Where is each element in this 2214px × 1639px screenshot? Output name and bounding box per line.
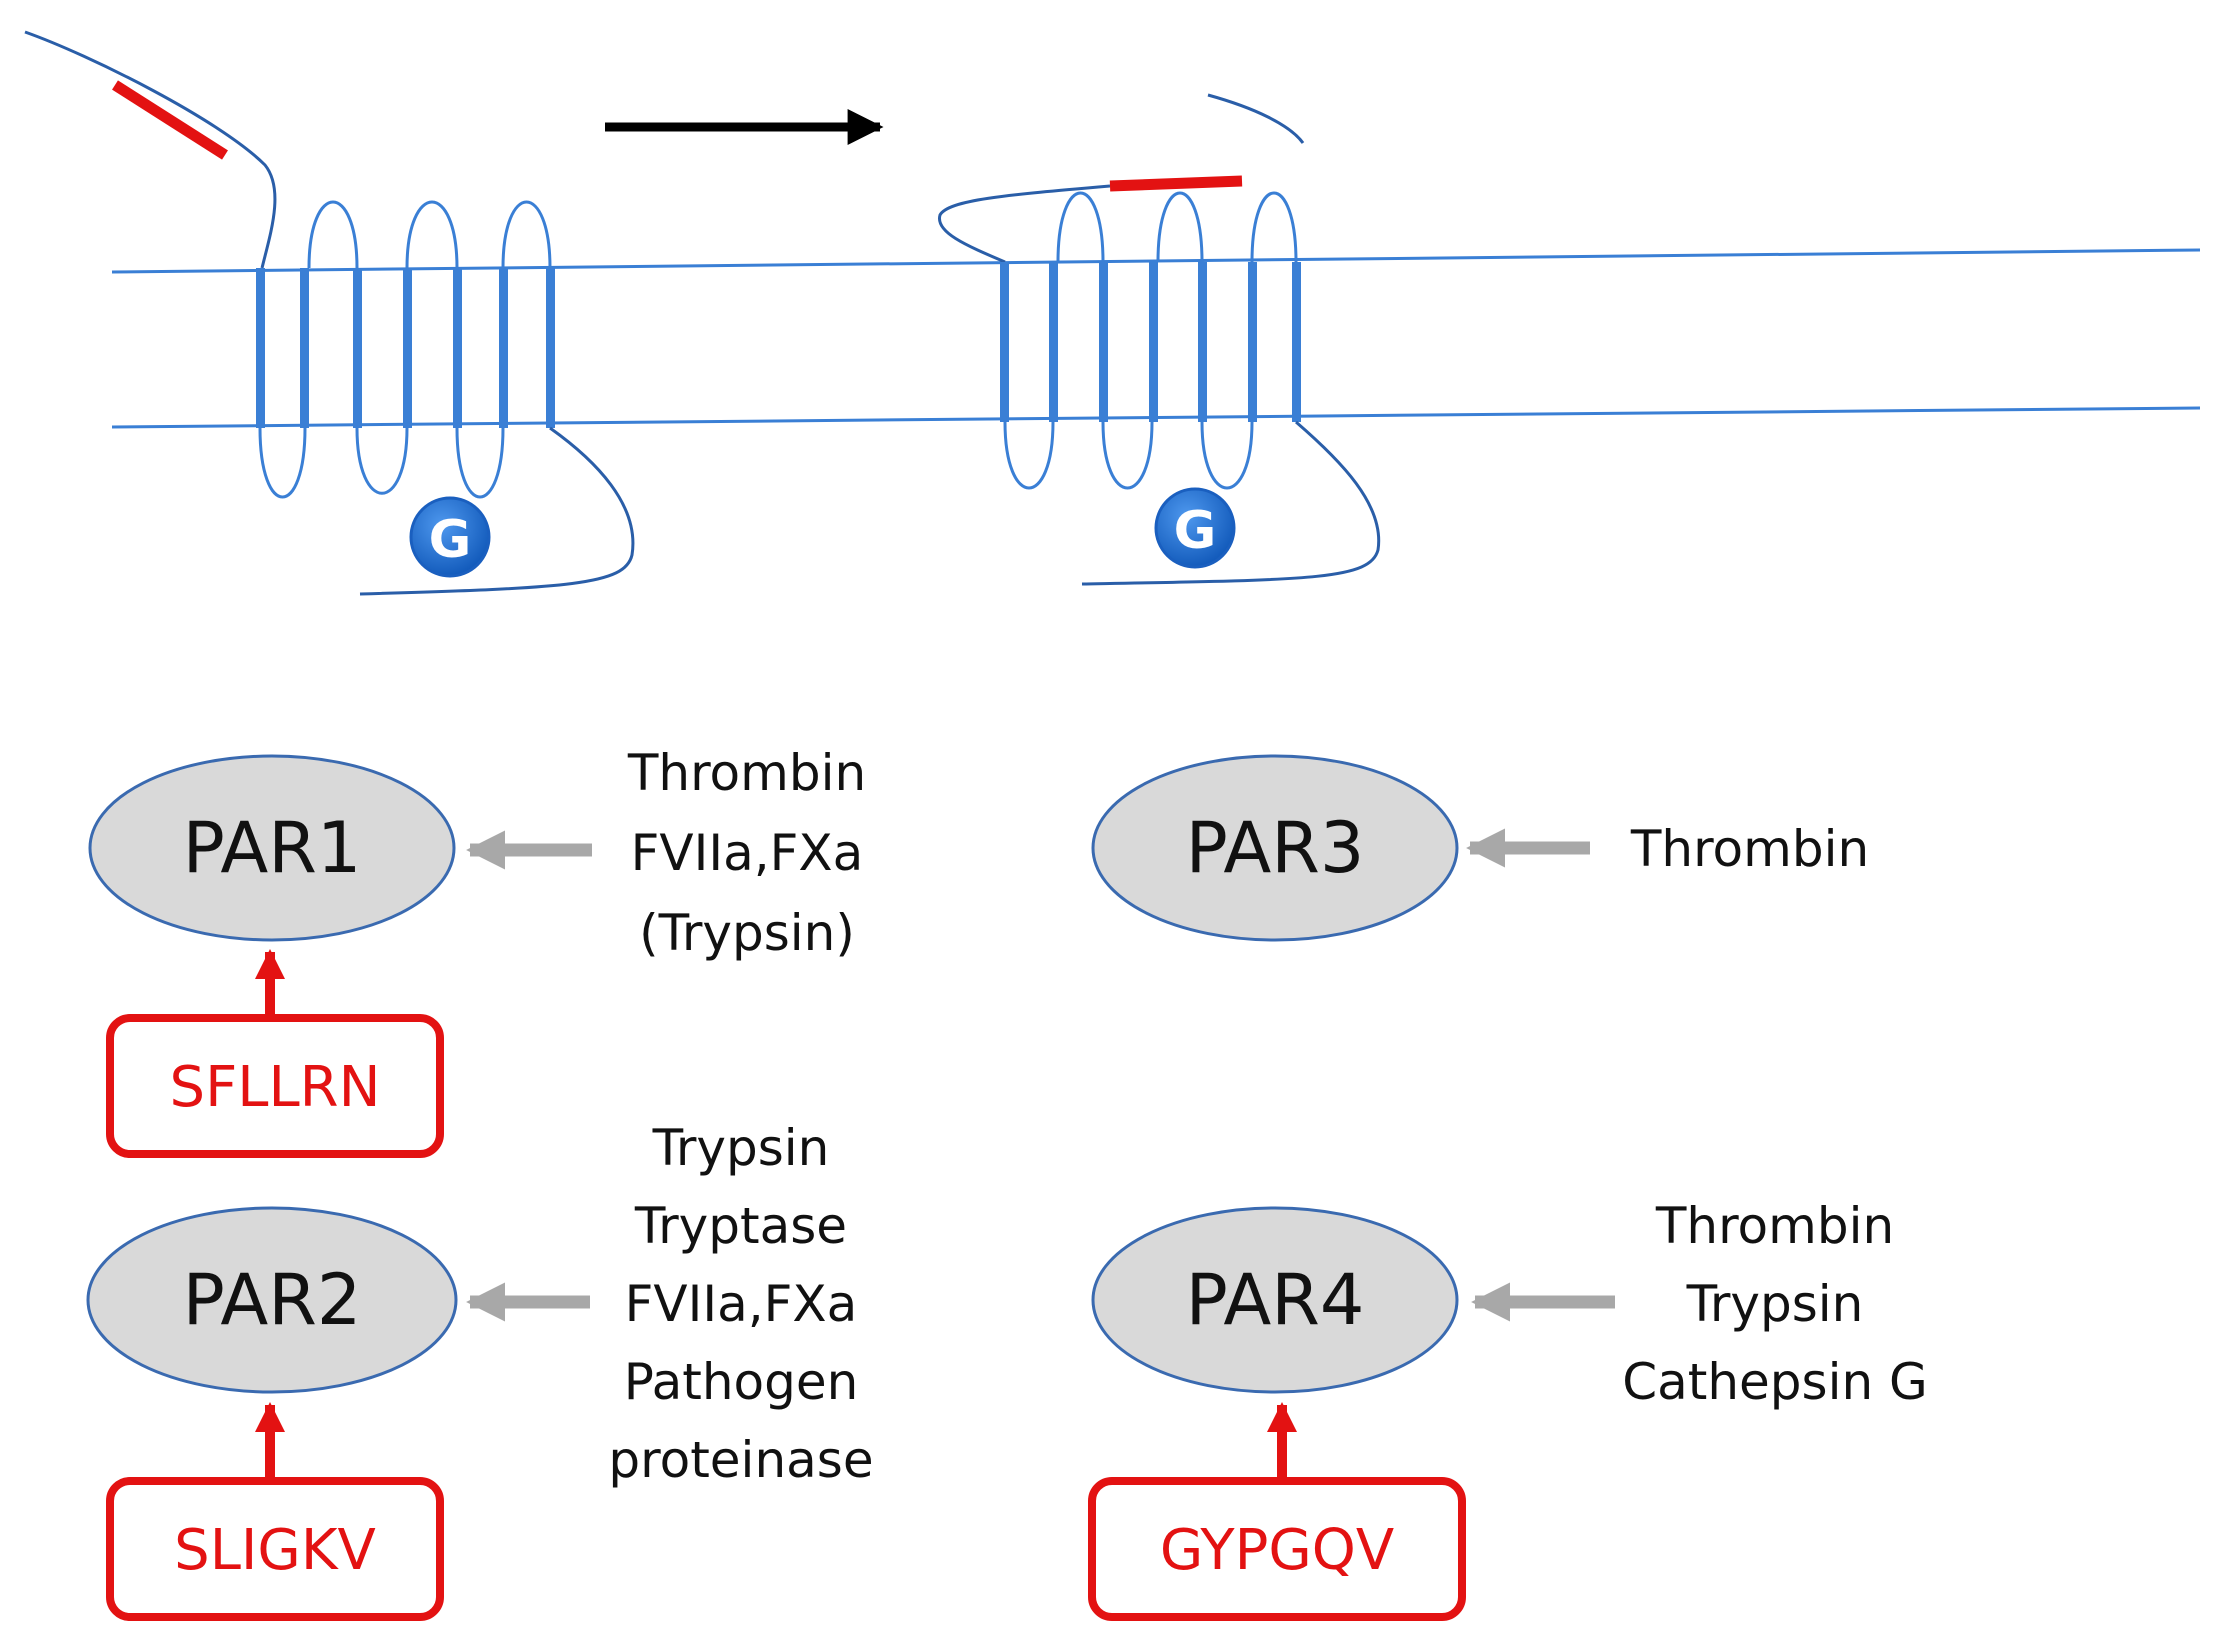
g-protein-label: G	[429, 510, 472, 570]
par4-label: PAR4	[1186, 1259, 1365, 1341]
par4-protease-2: Trypsin	[1686, 1275, 1864, 1333]
par1-label: PAR1	[183, 807, 362, 889]
par2-protease-3: FVIIa,FXa	[625, 1275, 858, 1333]
intracellular-loops-activated	[1003, 421, 1254, 490]
par4-group: PAR4 Thrombin Trypsin Cathepsin G GYPGQV	[1088, 1197, 1928, 1621]
par1-protease-1: Thrombin	[627, 744, 866, 802]
par1-protease-2: FVIIa,FXa	[631, 824, 864, 882]
c-terminus-strand	[359, 426, 635, 596]
g-protein-label: G	[1174, 501, 1217, 561]
n-terminus-strand	[24, 30, 277, 269]
c-terminus-strand-activated	[1081, 420, 1381, 586]
par1-ellipse	[88, 754, 456, 942]
par2-protease-1: Trypsin	[652, 1119, 830, 1177]
par3-protease-1: Thrombin	[1630, 820, 1869, 878]
par1-group: PAR1 Thrombin FVIIa,FXa (Trypsin) SFLLRN	[88, 744, 866, 1158]
par3-label: PAR3	[1186, 807, 1365, 889]
par2-label: PAR2	[183, 1259, 362, 1341]
intracellular-loops	[258, 427, 505, 499]
par2-protease-5: proteinase	[608, 1431, 873, 1489]
par3-group: PAR3 Thrombin	[1091, 754, 1869, 942]
n-terminus-strand-folded	[938, 184, 1111, 264]
par2-protease-2: Tryptase	[634, 1197, 847, 1255]
receptor-activated: G	[938, 93, 1381, 586]
par2-group: PAR2 Trypsin Tryptase FVIIa,FXa Pathogen…	[86, 1119, 874, 1621]
transmembrane-helices-activated	[1000, 262, 1301, 422]
par1-peptide-label: SFLLRN	[170, 1055, 381, 1120]
par3-ellipse	[1091, 754, 1459, 942]
tethered-ligand-bound	[1109, 175, 1243, 192]
par2-peptide-box	[106, 1477, 444, 1621]
par4-peptide-box	[1088, 1477, 1466, 1621]
transmembrane-helices	[256, 268, 555, 428]
par2-protease-4: Pathogen	[624, 1353, 859, 1411]
par4-protease-1: Thrombin	[1655, 1197, 1894, 1255]
par4-protease-3: Cathepsin G	[1622, 1353, 1928, 1411]
par1-protease-3: (Trypsin)	[639, 904, 855, 962]
extracellular-loops-activated	[1056, 191, 1298, 263]
par1-peptide-box	[106, 1014, 444, 1158]
extracellular-loops	[307, 200, 552, 269]
g-protein-icon: G	[1154, 487, 1236, 569]
par2-peptide-label: SLIGKV	[174, 1518, 376, 1583]
par4-ellipse	[1091, 1206, 1459, 1394]
par2-ellipse	[86, 1206, 458, 1394]
g-protein-icon: G	[409, 496, 491, 578]
tethered-ligand-uncleaved	[112, 80, 228, 160]
par4-peptide-label: GYPGQV	[1160, 1518, 1394, 1583]
cleaved-fragment	[1207, 93, 1305, 144]
receptor-inactive: G	[24, 30, 635, 596]
